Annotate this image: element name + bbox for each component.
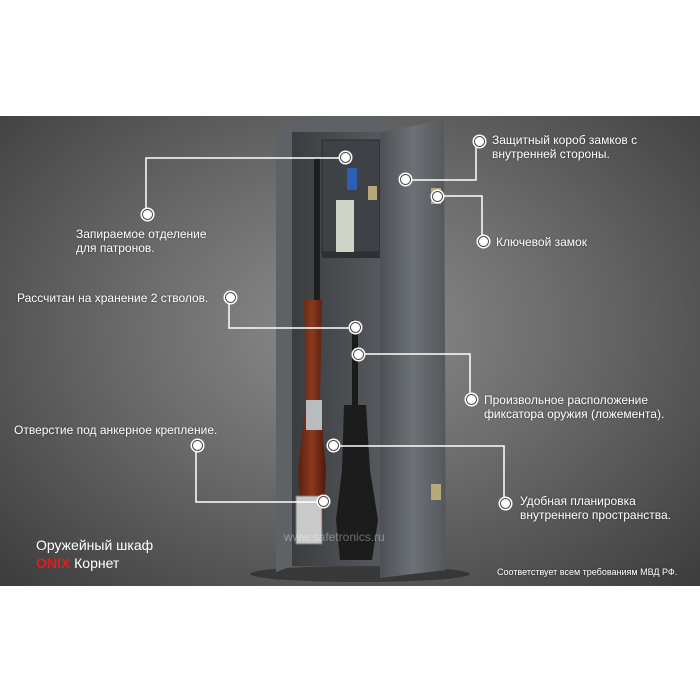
callout-dot-anchor	[192, 440, 203, 451]
callout-lock-box-line2: внутренней стороны.	[492, 147, 610, 161]
callout-holder-line2: фиксатора оружия (ложемента).	[484, 407, 665, 421]
callout-dot-barrels	[225, 292, 236, 303]
brand-model-line: ONIX Корнет	[36, 554, 153, 572]
callout-dot-anchor-target	[318, 496, 329, 507]
leader-ammo	[145, 157, 344, 215]
watermark: www.safetronics.ru	[284, 530, 385, 544]
callout-dot-key-lock-target	[432, 191, 443, 202]
callout-layout-line1: Удобная планировка	[520, 494, 636, 508]
brand-model: Корнет	[74, 555, 120, 571]
key-tag	[347, 168, 357, 190]
callout-key-lock: Ключевой замок	[496, 235, 587, 249]
callout-layout: Удобная планировка внутреннего пространс…	[520, 494, 671, 522]
callout-dot-holder-target	[353, 349, 364, 360]
callout-dot-layout	[500, 498, 511, 509]
brand-name: ONIX	[36, 555, 71, 571]
leader-key-lock	[436, 195, 483, 240]
shotgun-barrel	[314, 158, 320, 308]
callout-barrels: Рассчитан на хранение 2 стволов.	[17, 291, 209, 305]
cabinet-door	[380, 120, 446, 578]
shelf	[322, 252, 380, 258]
callout-lock-box-line1: Защитный короб замков с	[492, 133, 638, 147]
rifle-barrel	[352, 320, 358, 410]
callout-dot-layout-target	[328, 440, 339, 451]
ammo-boxes	[295, 495, 323, 545]
callout-lock-box: Защитный короб замков с внутренней сторо…	[492, 133, 637, 161]
shotgun-receiver	[306, 400, 322, 430]
leader-lock-box	[404, 142, 477, 181]
callout-ammo-line1: Запираемое отделение	[76, 227, 207, 241]
leader-anchor	[195, 446, 322, 503]
leader-barrels	[228, 298, 354, 329]
callout-dot-ammo	[142, 209, 153, 220]
callout-dot-key-lock	[478, 236, 489, 247]
callout-layout-line2: внутреннего пространства.	[520, 508, 671, 522]
brand-product-type: Оружейный шкаф	[36, 537, 154, 553]
callout-holder: Произвольное расположение фиксатора оруж…	[484, 393, 664, 421]
callout-ammo-line2: для патронов.	[76, 241, 155, 255]
inner-lock	[368, 186, 377, 200]
brand-block: Оружейный шкаф ONIX Корнет	[36, 536, 153, 572]
callout-dot-lock-box-target	[400, 174, 411, 185]
key-lock-lower	[431, 484, 441, 500]
callout-dot-holder	[466, 394, 477, 405]
callout-dot-ammo-target	[340, 152, 351, 163]
compliance-note: Соответствует всем требованиям МВД РФ.	[497, 567, 678, 577]
ammo-compartment-contents	[336, 200, 354, 252]
callout-ammo: Запираемое отделение для патронов.	[76, 227, 207, 255]
callout-holder-line1: Произвольное расположение	[484, 393, 649, 407]
callout-anchor: Отверстие под анкерное крепление.	[14, 423, 218, 437]
leader-holder	[357, 353, 471, 398]
leader-layout	[332, 445, 505, 503]
callout-dot-barrels-target	[350, 322, 361, 333]
rifle-body	[336, 405, 378, 560]
callout-dot-lock-box	[474, 136, 485, 147]
